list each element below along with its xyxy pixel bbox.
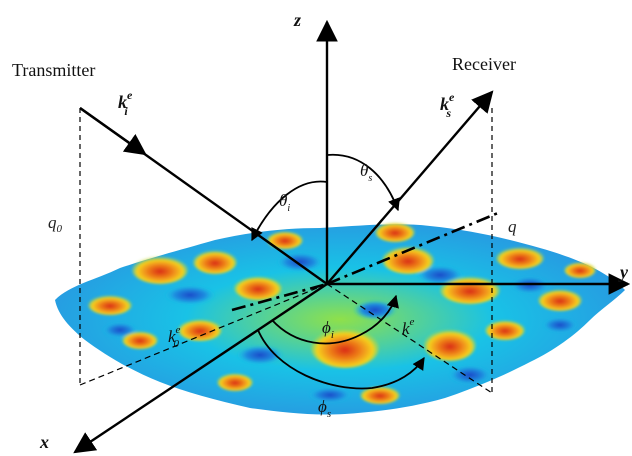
k0e-label: ke 0 (168, 324, 181, 350)
ground-projection-lines (79, 108, 499, 394)
theta-s-arc (326, 153, 400, 212)
phi-s-label: ϕs (318, 397, 331, 420)
ki-sup: e (127, 88, 133, 102)
surface-trough (164, 285, 216, 305)
ke-main: k (402, 319, 410, 338)
surface-trough (308, 387, 352, 403)
x-axis (73, 283, 328, 454)
x-axis-label: x (39, 432, 49, 452)
phi-i-label: ϕi (322, 318, 334, 341)
wave-vectors (79, 90, 494, 285)
surface-trough (276, 252, 324, 272)
theta-s-sub: s (368, 173, 372, 184)
ks-sup: e (449, 90, 455, 104)
phi-i-main: ϕ (322, 318, 331, 337)
surface-peak (217, 373, 253, 391)
surface-peak (132, 256, 188, 284)
q0-sub: 0 (57, 223, 63, 235)
ks-main: k (440, 94, 449, 114)
theta-i-sub: i (287, 203, 290, 214)
y-axis-label: y (618, 262, 629, 282)
phi-i-sub: i (331, 329, 334, 341)
surface-peak (485, 320, 525, 340)
surface-peak (424, 329, 476, 361)
ks-sub: s (445, 106, 451, 120)
surface-trough (448, 365, 492, 385)
ke-sup: e (410, 316, 415, 328)
theta-i-label: θi (279, 191, 290, 214)
k0e-projection-line (79, 283, 328, 386)
surface-peak (496, 247, 544, 269)
angle-arcs (251, 153, 425, 390)
phi-s-main: ϕ (318, 397, 327, 416)
ke-label: ke (402, 316, 415, 338)
surface-peak (564, 262, 596, 278)
negative-y-axis-dashdot (231, 282, 328, 312)
theta-i-main: θ (279, 191, 287, 210)
axes (73, 19, 631, 454)
surface-peak (88, 295, 132, 315)
q0-label: q0 (48, 213, 63, 235)
forward-dashdot-line (326, 211, 499, 286)
phi-s-sub: s (327, 408, 331, 420)
surface-trough (236, 345, 284, 365)
phi-s-arc (257, 329, 425, 390)
surface-peak (234, 276, 282, 300)
theta-i-arc (251, 180, 328, 242)
receiver-label: Receiver (452, 54, 516, 74)
surface-trough (542, 317, 578, 333)
surface-peak (178, 319, 222, 341)
k0e-sup: e (176, 324, 181, 336)
k0e-main: k (168, 327, 176, 346)
surface-peak (538, 289, 582, 311)
ke-projection-line (326, 283, 493, 394)
rough-surface (55, 222, 625, 415)
ki-sub: i (124, 104, 128, 118)
surface-peak (375, 222, 415, 242)
theta-s-main: θ (360, 161, 368, 180)
transmitter-label: Transmitter (12, 60, 95, 80)
surface-peak (360, 386, 400, 404)
surface-peak (193, 250, 237, 274)
k0e-sub: 0 (173, 338, 179, 350)
surface-peak (382, 246, 434, 274)
surface-peak (122, 331, 158, 349)
surface-peak (440, 276, 500, 304)
ki-main: k (118, 92, 127, 112)
surface-peak (311, 328, 379, 368)
phi-i-arc (271, 294, 399, 345)
scattered-ray (326, 90, 494, 285)
theta-s-label: θs (360, 161, 372, 184)
q-label: q (508, 217, 517, 236)
q0-main: q (48, 213, 57, 232)
z-axis-label: z (293, 10, 301, 30)
incident-direction-arrow (79, 107, 147, 156)
surface-peak (267, 231, 303, 249)
